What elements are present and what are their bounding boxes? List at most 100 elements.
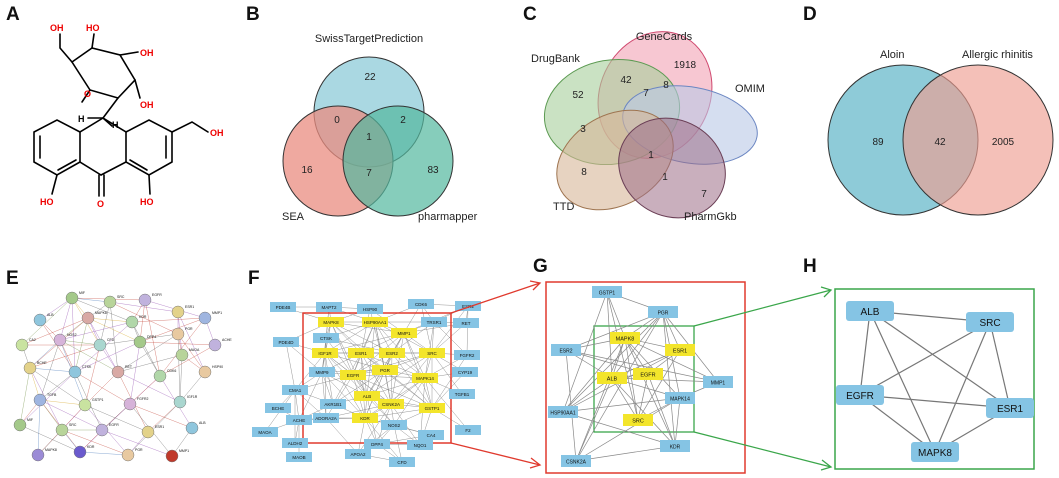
network-e-node — [81, 311, 95, 325]
network-e-label-nos2: NOS2 — [67, 333, 77, 337]
network-f-node-ca4 — [418, 430, 444, 440]
panel-label-h: H — [803, 256, 817, 277]
network-f-node-hsp90 — [357, 304, 383, 314]
network-e-node — [198, 365, 212, 379]
network-e-node — [171, 305, 185, 319]
network-g-label-gstp1: GSTP1 — [599, 291, 616, 297]
network-g-node-mapk14 — [665, 392, 695, 404]
label-oh-top-left: OH — [50, 23, 64, 33]
venn-c-label-ttd: TTD — [553, 201, 574, 213]
network-g-node-hsp90aa1 — [548, 406, 578, 418]
network-f-label-ret: RET — [462, 321, 471, 326]
label-h-left: H — [78, 114, 85, 124]
network-e-node — [153, 369, 167, 383]
venn-c-num-pharmgkb: 7 — [701, 189, 707, 200]
network-e-node — [185, 421, 199, 435]
network-g-edge — [562, 397, 681, 413]
network-e-label-mapk8: MAPK8 — [95, 311, 107, 315]
network-e-edge — [87, 317, 133, 323]
network-e-node — [165, 449, 179, 463]
network-f-node-src — [419, 348, 445, 358]
network-g-edge — [606, 291, 626, 339]
network-e-edge — [84, 404, 149, 433]
network-g-label-esr1: ESR1 — [673, 349, 687, 355]
network-g-label-kdr: KDR — [670, 445, 681, 451]
network-e-edge — [147, 401, 181, 433]
network-g-edge — [611, 337, 626, 379]
network-e-edge — [74, 371, 131, 405]
network-e-edge — [139, 317, 206, 343]
network-e-label-hsp90: HSP90 — [212, 365, 223, 369]
network-e-node — [31, 448, 45, 462]
network-g-edge — [611, 377, 719, 383]
network-e-edge — [101, 429, 173, 457]
zoom-connector-f-g — [450, 280, 542, 469]
panel-label-d: D — [803, 4, 817, 25]
network-f-edge — [431, 305, 469, 354]
network-f-edge — [431, 352, 463, 395]
network-f-node-hsp90aa1 — [362, 317, 388, 327]
network-e-node — [123, 397, 137, 411]
network-f-edge — [466, 305, 469, 356]
network-e-edge — [131, 321, 161, 377]
network-e-node — [125, 315, 139, 329]
network-e-edge — [84, 371, 119, 406]
network-f-node-esr2 — [379, 348, 405, 358]
network-e-edge — [139, 341, 216, 346]
network-e-edge — [71, 297, 111, 303]
network-g-edge — [575, 311, 664, 462]
network-g-edge — [565, 349, 577, 462]
network-f-label-kdr: KDR — [360, 416, 370, 421]
network-e-edge — [177, 311, 206, 373]
network-e-edge — [39, 371, 76, 401]
network-f-node-fgfr2 — [454, 350, 480, 360]
network-e-label-pgr: PGR — [135, 448, 143, 452]
network-e-label-kdr: KDR — [139, 315, 147, 319]
network-f-node-maob — [286, 452, 312, 462]
network-e-edge — [79, 451, 129, 456]
venn-c-label-pharmgkb: PharmGkb — [684, 211, 737, 223]
network-e-edge — [131, 317, 206, 323]
network-f-label-cdk6: CDK6 — [415, 302, 428, 307]
network-f-edge — [324, 332, 405, 354]
network-f-label-igf1r: IGF1R — [318, 351, 332, 356]
network-f-label-tgfb1: TGFB1 — [455, 392, 470, 397]
network-f-edge — [360, 352, 366, 419]
network-g-node-pgr — [648, 306, 678, 318]
network-e-edge — [109, 301, 179, 335]
network-e-node — [33, 393, 47, 407]
network-e-edge — [99, 301, 111, 346]
network-e-label-ache: ACHE — [222, 338, 232, 342]
network-f-label-apoa2: APOA2 — [350, 452, 366, 457]
network-f-edge — [366, 321, 376, 397]
network-e-edge — [159, 344, 216, 377]
network-e-edge — [117, 371, 181, 403]
network-f-edge — [332, 369, 386, 405]
network-e-edge — [74, 341, 141, 373]
network-e-edge — [61, 429, 129, 456]
network-f-node-kdr — [352, 413, 378, 423]
network-f-node-akr1b1 — [320, 399, 346, 409]
network-h-label-alb: ALB — [861, 307, 880, 318]
network-f-node-trsr1 — [421, 317, 447, 327]
label-oh-ring-right: OH — [140, 48, 154, 58]
network-f-node-mmp9 — [309, 367, 335, 377]
network-e-node — [138, 293, 152, 307]
network-f-edge — [374, 321, 392, 405]
network-e-edge — [117, 333, 179, 373]
network-h-edge — [989, 321, 1011, 409]
network-f-label-pde4b: PDE4B — [276, 305, 291, 310]
network-f-label-pde4d: PDE4D — [278, 340, 294, 345]
panel-label-a: A — [6, 4, 20, 25]
network-g-edge — [562, 291, 608, 413]
venn-b-circle-ph — [342, 105, 454, 217]
label-ho-bottom-left: HO — [40, 197, 54, 207]
label-ring-o: O — [84, 89, 91, 99]
network-h-label-egfr: EGFR — [846, 391, 874, 402]
network-f-edge — [424, 377, 469, 431]
network-g-label-hsp90aa1: HSP90AA1 — [550, 411, 576, 417]
network-e-label-egfr: EGFR — [152, 293, 162, 297]
network-g-edge — [565, 311, 664, 351]
